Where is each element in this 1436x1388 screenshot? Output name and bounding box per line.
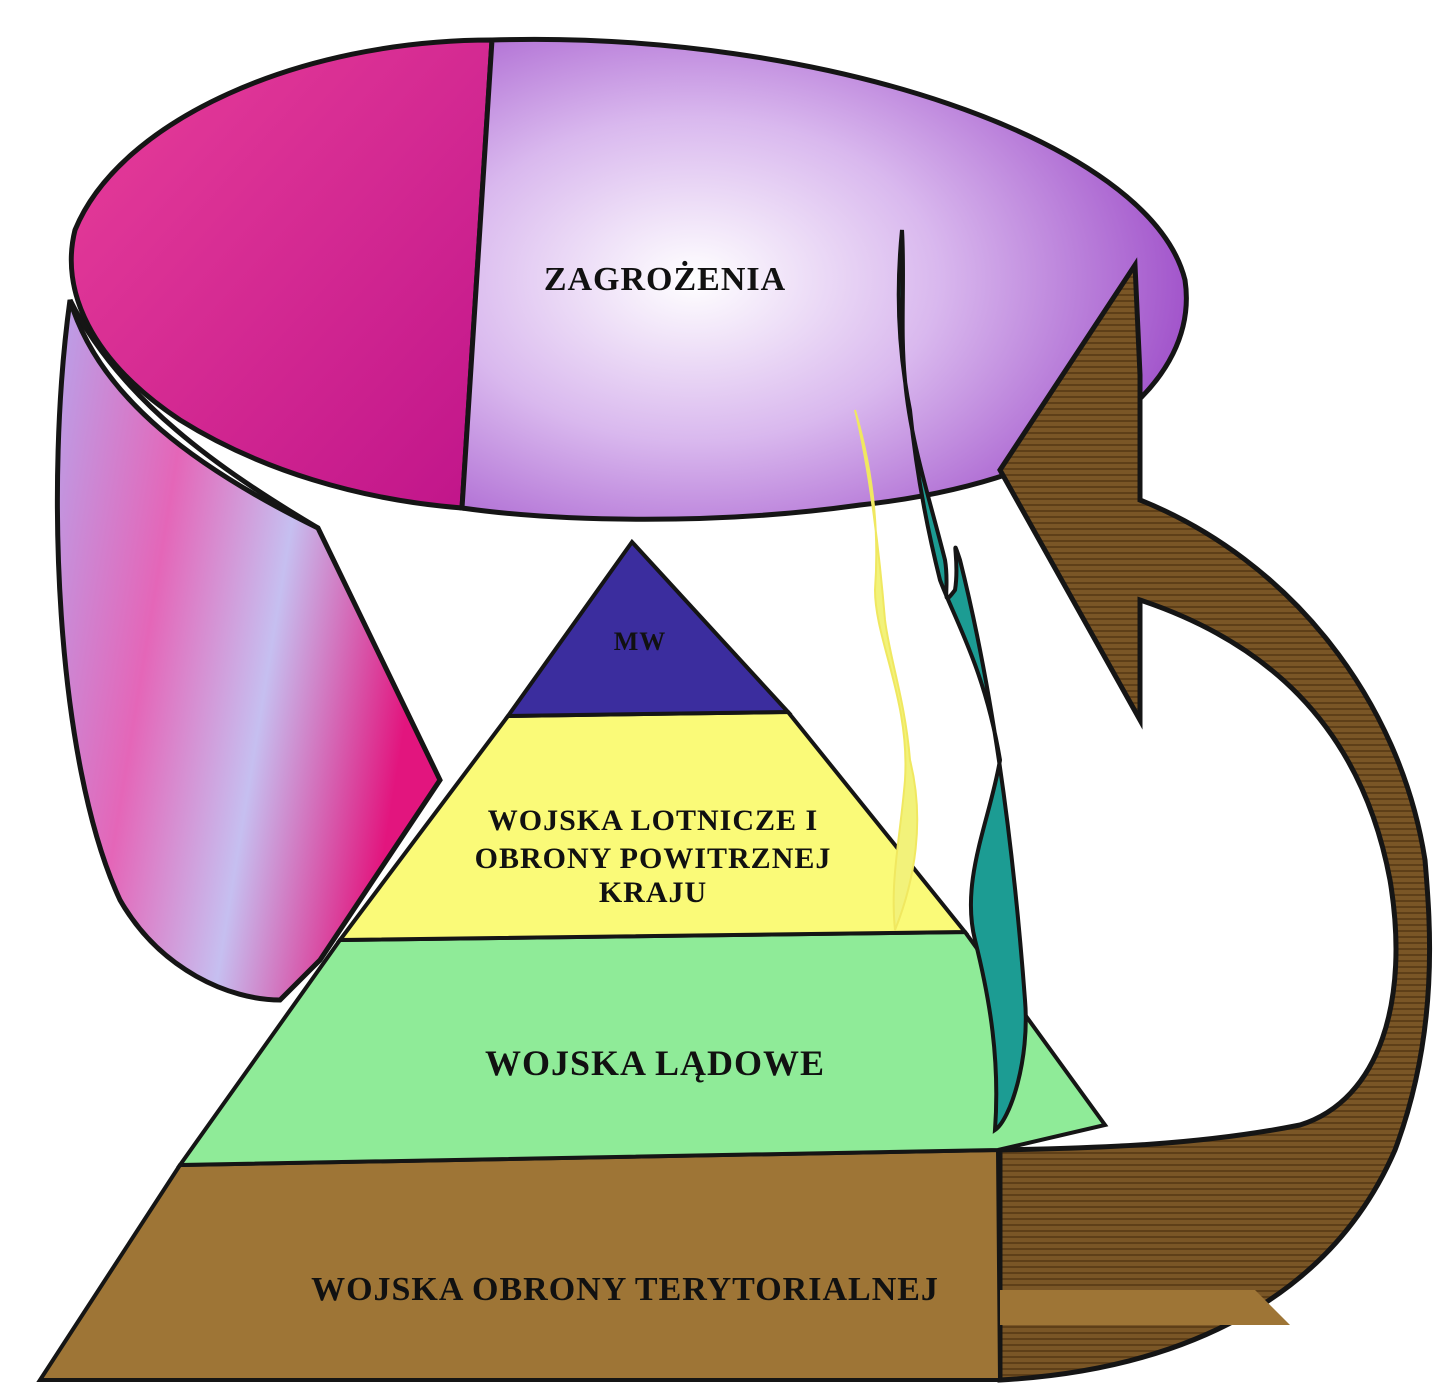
- level-label-land: WOJSKA LĄDOWE: [485, 1043, 825, 1083]
- level-label-mw: MW: [614, 627, 667, 656]
- pyramid-level-territorial-right: [1000, 1290, 1290, 1325]
- level-label-air-line1: WOJSKA LOTNICZE I: [488, 804, 818, 837]
- level-label-air-line2: OBRONY POWITRZNEJ: [475, 842, 832, 875]
- pyramid-level-territorial: [40, 1150, 1000, 1380]
- feedback-arrow: [1000, 265, 1430, 1380]
- level-label-air-line3: KRAJU: [599, 876, 707, 909]
- level-label-territorial: WOJSKA OBRONY TERYTORIALNEJ: [311, 1271, 939, 1308]
- ring-label: ZAGROŻENIA: [544, 260, 786, 298]
